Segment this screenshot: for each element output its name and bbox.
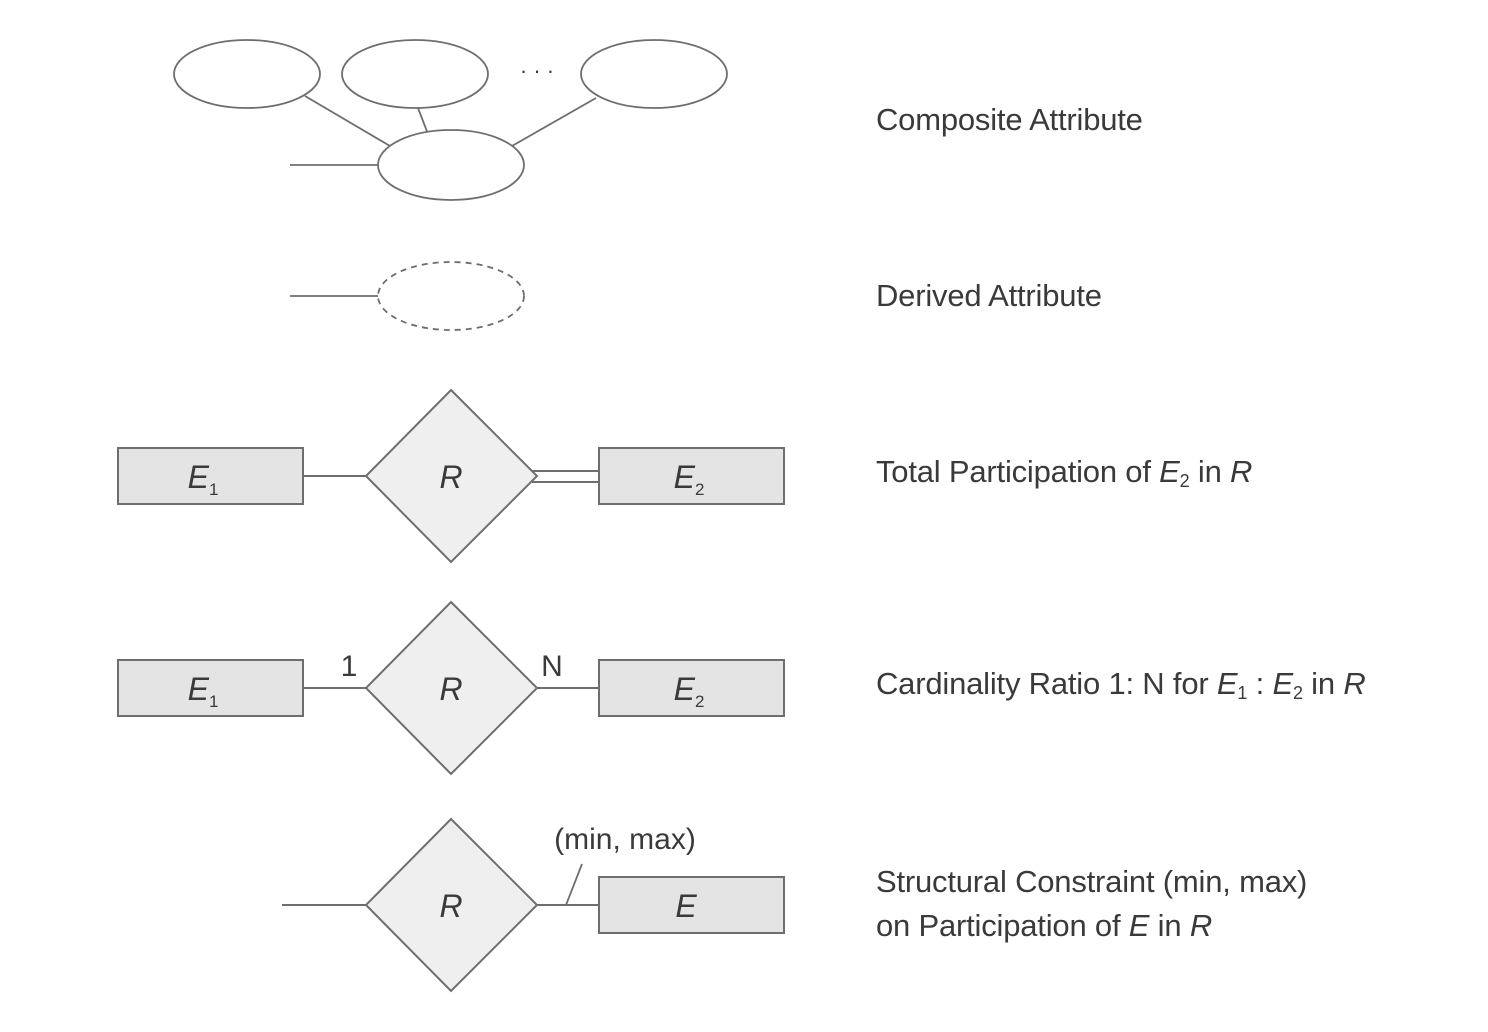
component-attribute-oval-1	[173, 39, 321, 109]
entity-e1-box	[117, 447, 304, 505]
composite-connector-3	[511, 97, 597, 147]
cardinality-n-label: N	[541, 650, 563, 683]
composite-attribute-symbol: · · ·	[173, 39, 728, 201]
entity-e2-box	[598, 659, 785, 717]
total-participation-symbol: E1 R E2	[117, 388, 785, 564]
structural-constraint-symbol: R E (min, max)	[282, 817, 785, 993]
derived-attribute-oval	[377, 261, 525, 331]
relationship-label: R	[439, 888, 462, 924]
relationship-diamond	[364, 388, 539, 564]
cardinality-ratio-symbol: E1 R E2 1 N	[117, 600, 785, 776]
component-attribute-oval-3	[580, 39, 728, 109]
entity-e1-box	[117, 659, 304, 717]
minmax-label: (min, max)	[554, 823, 696, 856]
legend-composite-attribute: Composite Attribute	[876, 102, 1143, 137]
entity-e1-label: E1	[188, 459, 219, 499]
composite-ellipsis: · · ·	[520, 58, 554, 83]
composite-connector-1	[304, 95, 391, 147]
legend-structural-line2: on Participation of E in R	[876, 908, 1212, 943]
component-attribute-oval-2	[341, 39, 489, 109]
legend-structural-constraint: Structural Constraint (min, max) on Part…	[876, 860, 1307, 948]
entity-e-label: E	[675, 888, 697, 924]
relationship-diamond	[364, 600, 539, 776]
minmax-pointer	[565, 863, 583, 906]
legend-cardinality-ratio: Cardinality Ratio 1: N for E1 : E2 in R	[876, 666, 1366, 703]
entity-e2-box	[598, 447, 785, 505]
relationship-label: R	[439, 459, 462, 495]
relationship-label: R	[439, 671, 462, 707]
relationship-diamond	[364, 817, 539, 993]
legend-total-participation: Total Participation of E2 in R	[876, 454, 1253, 491]
entity-e1-label: E1	[188, 671, 219, 711]
legend-structural-line1: Structural Constraint (min, max)	[876, 864, 1308, 899]
composite-attribute-oval	[377, 129, 525, 201]
legend-derived-attribute: Derived Attribute	[876, 278, 1102, 313]
entity-e2-label: E2	[674, 671, 705, 711]
derived-attribute-symbol	[290, 261, 525, 331]
composite-connector-2	[417, 107, 429, 135]
cardinality-one-label: 1	[341, 650, 358, 683]
entity-e-box	[598, 876, 785, 934]
entity-e2-label: E2	[674, 459, 705, 499]
